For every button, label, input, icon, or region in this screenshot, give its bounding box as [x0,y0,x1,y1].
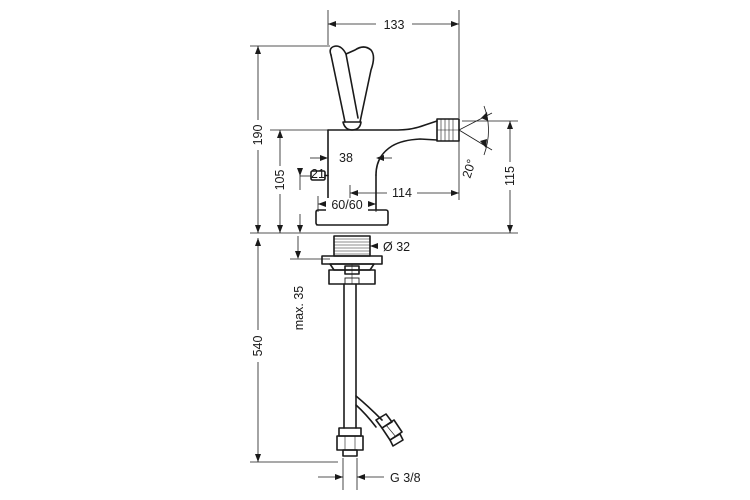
dimension-hose-length: 540 [250,238,338,463]
dimension-base-diameter: 60/60 [317,196,377,212]
dimension-spout-reach: 114 [349,141,460,201]
dimension-clamp-range: max. 35 [290,236,330,330]
dimension-lever-base-height: 105 [270,129,328,233]
dimension-spout-angle: 20° [458,105,493,180]
dimension-body-offset: 38 [310,151,392,165]
dimension-label-total-height: 190 [251,125,265,146]
dimension-label-body-offset: 38 [339,151,353,165]
mounting-nut [321,255,383,285]
dimension-label-spout-height: 115 [503,166,517,186]
supply-hose [343,283,383,429]
dimension-overall-width: 133 [327,10,460,118]
dimension-spout-height: 115 [462,120,518,233]
dimension-label-spout-angle: 20° [460,158,479,180]
dimension-label-lever-base-height: 105 [273,170,287,191]
spout-nozzle [436,118,460,142]
threaded-shank [333,235,371,257]
hose-fitting-right [375,413,404,447]
dimension-label-hose-length: 540 [251,336,265,357]
dimension-label-overall-width: 133 [384,18,405,32]
dimension-label-connection-thread: G 3/8 [390,471,421,485]
dimension-pin-offset: 21 [297,167,325,233]
faucet-body [315,120,438,226]
dimension-label-spout-reach: 114 [392,186,412,200]
dimension-connection-thread: G 3/8 [318,458,421,490]
dimension-thread-diameter: Ø 32 [370,240,410,254]
dimension-label-base-diameter: 60/60 [331,198,362,212]
dimension-label-pin-offset: 21 [311,167,325,181]
lever-handle [329,45,375,131]
hose-fitting-left [336,427,364,457]
dimension-total-height: 190 [250,45,330,233]
popup-knob [310,170,329,181]
dimension-label-thread-diameter: Ø 32 [383,240,410,254]
dimension-label-clamp-range: max. 35 [292,286,306,331]
